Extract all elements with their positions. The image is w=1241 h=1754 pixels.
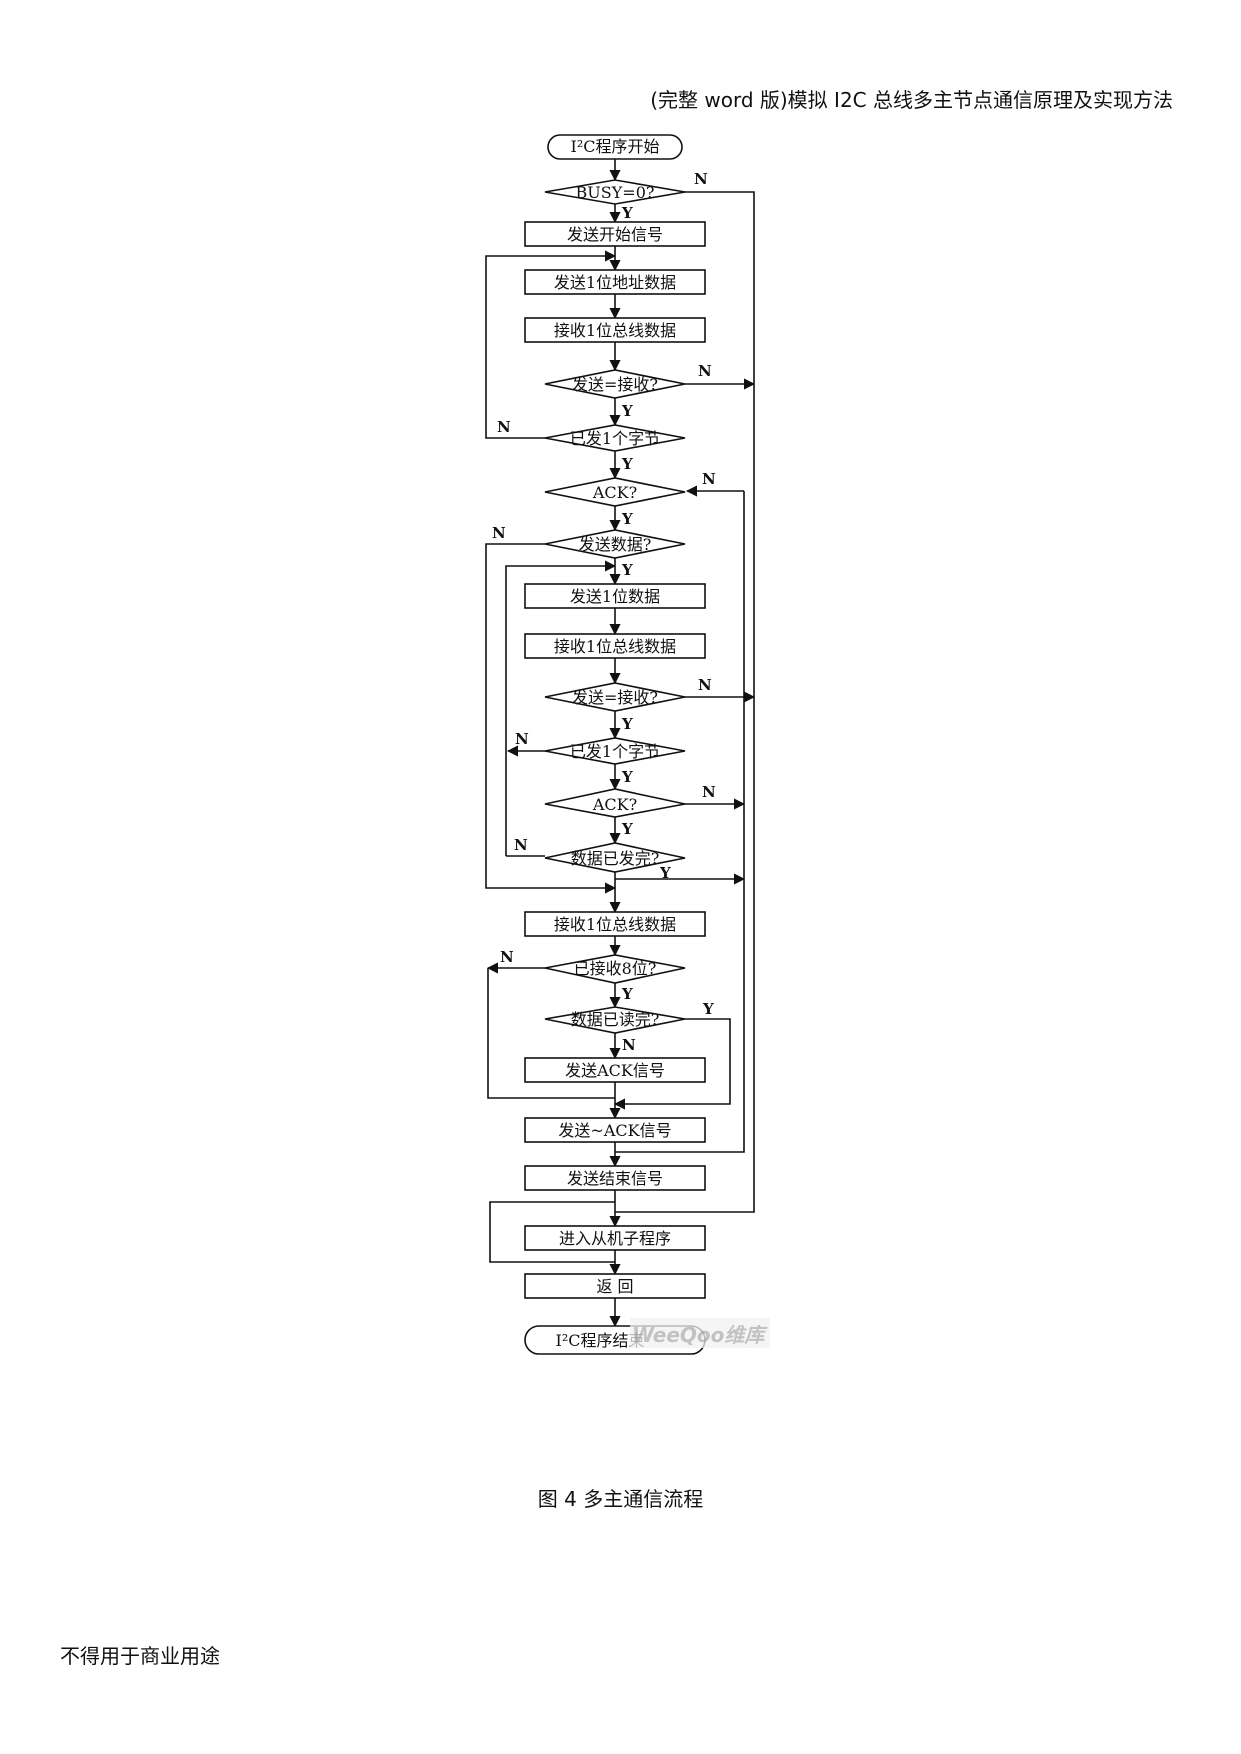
flowchart-data-sent-done-no-label: N bbox=[514, 836, 528, 854]
flowchart-send-start-label: 发送开始信号 bbox=[567, 225, 663, 244]
flowchart-receive-bus-bit-box-2 bbox=[524, 633, 706, 659]
flowchart-send-stop-label: 发送结束信号 bbox=[567, 1169, 663, 1188]
watermark-background bbox=[630, 1318, 770, 1348]
flowchart-busy-decision bbox=[544, 179, 686, 205]
flowchart-send-data-label: 发送数据? bbox=[579, 535, 652, 554]
flowchart-send-data-decision bbox=[544, 529, 686, 559]
flowchart-received-8-bits-label: 已接收8位? bbox=[574, 959, 657, 978]
flowchart-send-ack-box bbox=[524, 1057, 706, 1083]
flowchart-arbitration-2-yes-label: Y bbox=[621, 715, 633, 733]
flowchart-data-read-done-yes-label: Y bbox=[702, 1000, 714, 1018]
flowchart-byte-sent-1-no-label: N bbox=[497, 418, 511, 436]
figure-caption: 图 4 多主通信流程 bbox=[537, 1487, 704, 1511]
flowchart-received-8-bits-decision bbox=[544, 954, 686, 984]
flowchart-send-equals-receive-decision-2 bbox=[544, 682, 686, 712]
flowchart-data-sent-done-yes-label: Y bbox=[659, 864, 671, 882]
flowchart-send-equals-receive-decision-1 bbox=[544, 369, 686, 399]
flowchart-receive-bus-bit-box-3 bbox=[524, 911, 706, 937]
flowchart-connectors bbox=[485, 159, 756, 1328]
flowchart-data-read-done-no-label: N bbox=[622, 1036, 636, 1054]
flowchart-data-read-done-decision bbox=[544, 1006, 686, 1034]
flowchart-ack-2-no-label: N bbox=[702, 783, 716, 801]
flowchart-send-equals-receive-label-1: 发送=接收? bbox=[572, 375, 658, 394]
flowchart-send-start-box bbox=[524, 221, 706, 247]
flowchart-send-data-bit-box bbox=[524, 583, 706, 609]
flowchart-ack-decision-1 bbox=[544, 477, 686, 507]
flowchart-byte-sent-decision-2 bbox=[544, 737, 686, 765]
flowchart-busy-yes-label: Y bbox=[621, 204, 633, 222]
flowchart-busy-no-label: N bbox=[694, 170, 708, 188]
flowchart-send-data-bit-label: 发送1位数据 bbox=[570, 587, 660, 606]
flowchart-busy-label: BUSY=0? bbox=[576, 183, 655, 202]
flowchart-send-nack-label: 发送~ACK信号 bbox=[558, 1121, 671, 1140]
flowchart-byte-sent-1-yes-label: Y bbox=[621, 455, 633, 473]
flowchart-ack-label-2: ACK? bbox=[592, 795, 637, 814]
flowchart-byte-sent-2-no-label: N bbox=[515, 730, 529, 748]
flowchart-ack-2-yes-label: Y bbox=[621, 820, 633, 838]
flowchart-byte-sent-2-yes-label: Y bbox=[621, 768, 633, 786]
flowchart-send-nack-box bbox=[524, 1117, 706, 1143]
flowchart-send-ack-label: 发送ACK信号 bbox=[565, 1061, 665, 1080]
flowchart-receive-bus-bit-label-2: 接收1位总线数据 bbox=[554, 637, 676, 656]
flowchart-send-data-no-label: N bbox=[492, 524, 506, 542]
flowchart-ack-1-no-label: N bbox=[702, 470, 716, 488]
flowchart-data-sent-done-decision bbox=[544, 842, 686, 873]
flowchart-send-stop-box bbox=[524, 1165, 706, 1191]
flowchart-return-label: 返 回 bbox=[596, 1277, 633, 1296]
watermark-logo: WeeQoo维库 bbox=[632, 1323, 768, 1347]
flowchart-send-address-bit-box bbox=[524, 269, 706, 295]
flowchart-received-8-yes-label: Y bbox=[621, 985, 633, 1003]
flowchart-arbitration-1-yes-label: Y bbox=[621, 402, 633, 420]
flowchart-ack-label-1: ACK? bbox=[592, 483, 637, 502]
flowchart-send-address-bit-label: 发送1位地址数据 bbox=[554, 273, 676, 292]
flowchart-ack-1-yes-label: Y bbox=[621, 510, 633, 528]
flowchart-receive-bus-bit-label-3: 接收1位总线数据 bbox=[554, 915, 676, 934]
flowchart-send-data-yes-label: Y bbox=[621, 561, 633, 579]
flowchart-ack-decision-2 bbox=[544, 788, 686, 818]
flowchart-byte-sent-label-2: 已发1个字节 bbox=[570, 742, 660, 761]
flowchart-received-8-no-label: N bbox=[500, 948, 514, 966]
flowchart-arbitration-2-no-label: N bbox=[698, 676, 712, 694]
flowchart-return-box bbox=[524, 1273, 706, 1299]
page-header-title: (完整 word 版)模拟 I2C 总线多主节点通信原理及实现方法 bbox=[650, 88, 1173, 112]
flowchart-start-terminal bbox=[547, 134, 683, 160]
flowchart-enter-slave-box bbox=[524, 1225, 706, 1251]
flowchart-byte-sent-decision-1 bbox=[544, 424, 686, 452]
flowchart-byte-sent-label-1: 已发1个字节 bbox=[570, 429, 660, 448]
flowchart-data-read-done-label: 数据已读完? bbox=[571, 1010, 660, 1029]
flowchart-receive-bus-bit-box-1 bbox=[524, 317, 706, 343]
flowchart-end-label: I²C程序结束 bbox=[556, 1331, 645, 1350]
flowchart-enter-slave-label: 进入从机子程序 bbox=[559, 1229, 671, 1248]
flowchart-start-label: I²C程序开始 bbox=[571, 137, 660, 156]
flowchart-receive-bus-bit-label-1: 接收1位总线数据 bbox=[554, 321, 676, 340]
flowchart-arbitration-1-no-label: N bbox=[698, 362, 712, 380]
flowchart-data-sent-done-label: 数据已发完? bbox=[571, 849, 660, 868]
footer-note: 不得用于商业用途 bbox=[60, 1644, 220, 1668]
flowchart-send-equals-receive-label-2: 发送=接收? bbox=[572, 688, 658, 707]
